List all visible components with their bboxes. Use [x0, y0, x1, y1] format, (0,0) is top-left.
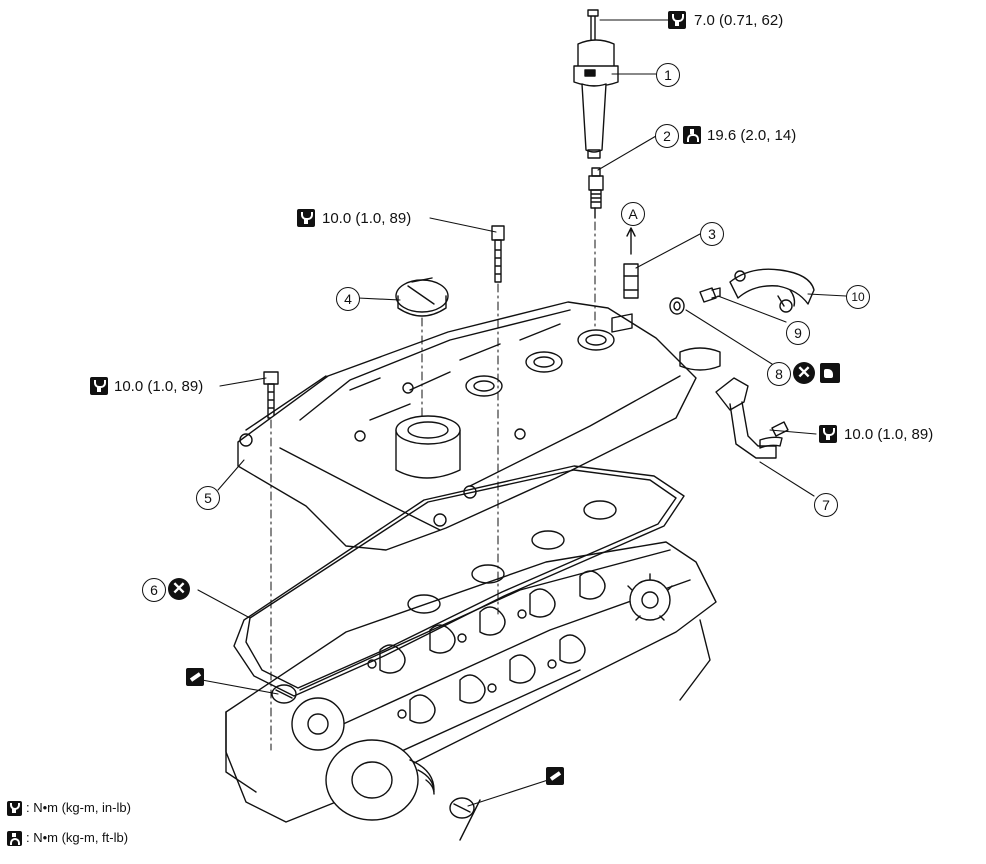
torque-wrench-in-lb-icon — [90, 377, 108, 395]
torque-wrench-in-lb-icon — [668, 11, 686, 29]
center-cover-bolt — [491, 225, 505, 283]
callout-8: 8 — [767, 362, 791, 386]
leader-lines — [197, 19, 847, 807]
legend-in-lb: : N•m (kg-m, in-lb) — [7, 800, 131, 817]
coil-bolt — [587, 9, 599, 41]
rocker-cover-gasket — [233, 465, 685, 697]
callout-6: 6 — [142, 578, 166, 602]
o-ring — [669, 297, 685, 315]
callout-10: 10 — [846, 285, 870, 309]
torque-coil-bolt: 7.0 (0.71, 62) — [694, 12, 784, 29]
hose-connector — [699, 287, 721, 303]
torque-cover-bolt-center: 10.0 (1.0, 89) — [322, 210, 412, 227]
do-not-reuse-x-icon: ✕ — [793, 362, 815, 384]
legend-in-lb-text: : N•m (kg-m, in-lb) — [26, 800, 131, 815]
do-not-reuse-x-icon: ✕ — [168, 578, 190, 600]
callout-1: 1 — [656, 63, 680, 87]
callout-3: 3 — [700, 222, 724, 246]
ignition-coil — [573, 39, 619, 159]
spark-plug — [588, 167, 604, 219]
pcv-hose — [729, 268, 815, 313]
legend-ft-lb: : N•m (kg-m, ft-lb) — [7, 830, 129, 847]
callout-7: 7 — [814, 493, 838, 517]
callout-2: 2 — [655, 124, 679, 148]
oil-can-icon — [820, 363, 840, 383]
callout-A: A — [621, 202, 645, 226]
torque-bracket-bolt: 10.0 (1.0, 89) — [844, 426, 934, 443]
torque-wrench-in-lb-icon — [7, 801, 22, 817]
callout-4: 4 — [336, 287, 360, 311]
torque-wrench-in-lb-icon — [297, 209, 315, 227]
oil-filler-cap — [395, 277, 449, 317]
rocker-cover — [237, 301, 721, 551]
torque-cover-bolt-left: 10.0 (1.0, 89) — [114, 378, 204, 395]
left-cover-bolt — [263, 371, 279, 419]
cylinder-head — [225, 541, 717, 841]
torque-wrench-ft-lb-icon — [7, 831, 22, 847]
callout-9: 9 — [786, 321, 810, 345]
torque-spark-plug: 19.6 (2.0, 14) — [707, 127, 797, 144]
assembly-lines — [270, 221, 596, 751]
torque-wrench-ft-lb-icon — [683, 126, 701, 144]
liquid-gasket-icon — [546, 767, 564, 785]
torque-wrench-in-lb-icon — [819, 425, 837, 443]
callout-5: 5 — [196, 486, 220, 510]
legend-ft-lb-text: : N•m (kg-m, ft-lb) — [26, 830, 129, 845]
harness-bracket — [715, 377, 789, 459]
pcv-valve — [623, 227, 639, 299]
liquid-gasket-icon — [186, 668, 204, 686]
